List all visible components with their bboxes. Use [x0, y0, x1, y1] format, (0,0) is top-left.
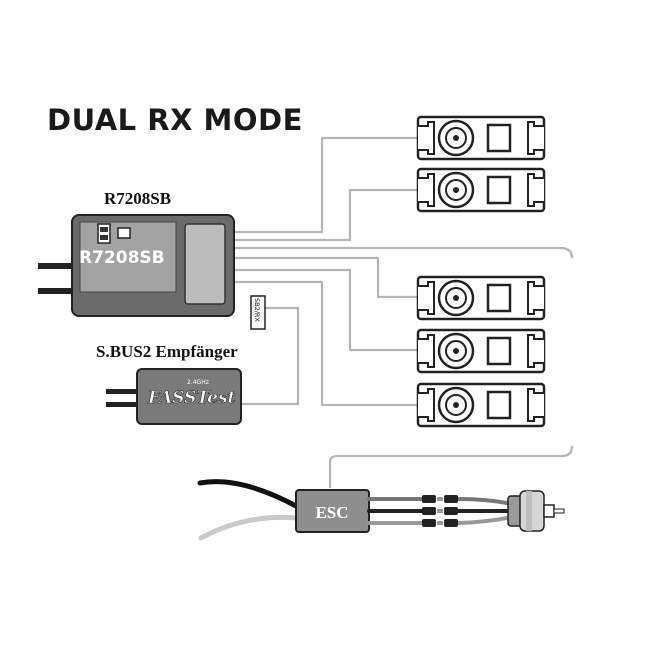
sbus-badge-top: 2.4GHz: [187, 379, 209, 386]
servo-icon: [416, 382, 546, 428]
battery-leads: [197, 479, 299, 541]
esc-label: ESC: [315, 503, 348, 522]
wire-servo-3: [232, 256, 418, 299]
wire-servo-1: [232, 136, 418, 234]
wire-servo-2: [232, 188, 418, 242]
sbus-badge-text: FASSTest: [147, 388, 236, 408]
sbus-receiver-label: S.BUS2 Empfänger: [96, 342, 238, 361]
wire-servo-5: [232, 280, 418, 407]
antenna-icon: [106, 389, 140, 407]
wire-dual-rx: [232, 246, 574, 259]
esc-unit: ESC: [295, 489, 370, 533]
sbus-receiver: 2.4GHz FASSTest: [106, 368, 242, 425]
receiver-label: R7208SB: [104, 189, 172, 208]
servo-icon: [416, 328, 546, 374]
page-title: DUAL RX MODE: [47, 103, 303, 137]
bullet-connectors: [422, 495, 458, 527]
wire-sbus2-link: [232, 306, 300, 406]
receiver-r7208sb: R7208SB SB2/RX: [71, 214, 266, 330]
wire-servo-4: [232, 268, 418, 352]
wire-esc-signal: [328, 445, 574, 488]
servo-wires: [232, 136, 574, 488]
antenna-icon: [38, 263, 74, 294]
receiver-body-text: R7208SB: [79, 248, 165, 268]
receiver-port-text: SB2/RX: [253, 298, 261, 322]
motor-icon: [507, 490, 565, 532]
servo-icon: [416, 275, 546, 321]
servo-icon: [416, 167, 546, 213]
servo-icon: [416, 115, 546, 161]
